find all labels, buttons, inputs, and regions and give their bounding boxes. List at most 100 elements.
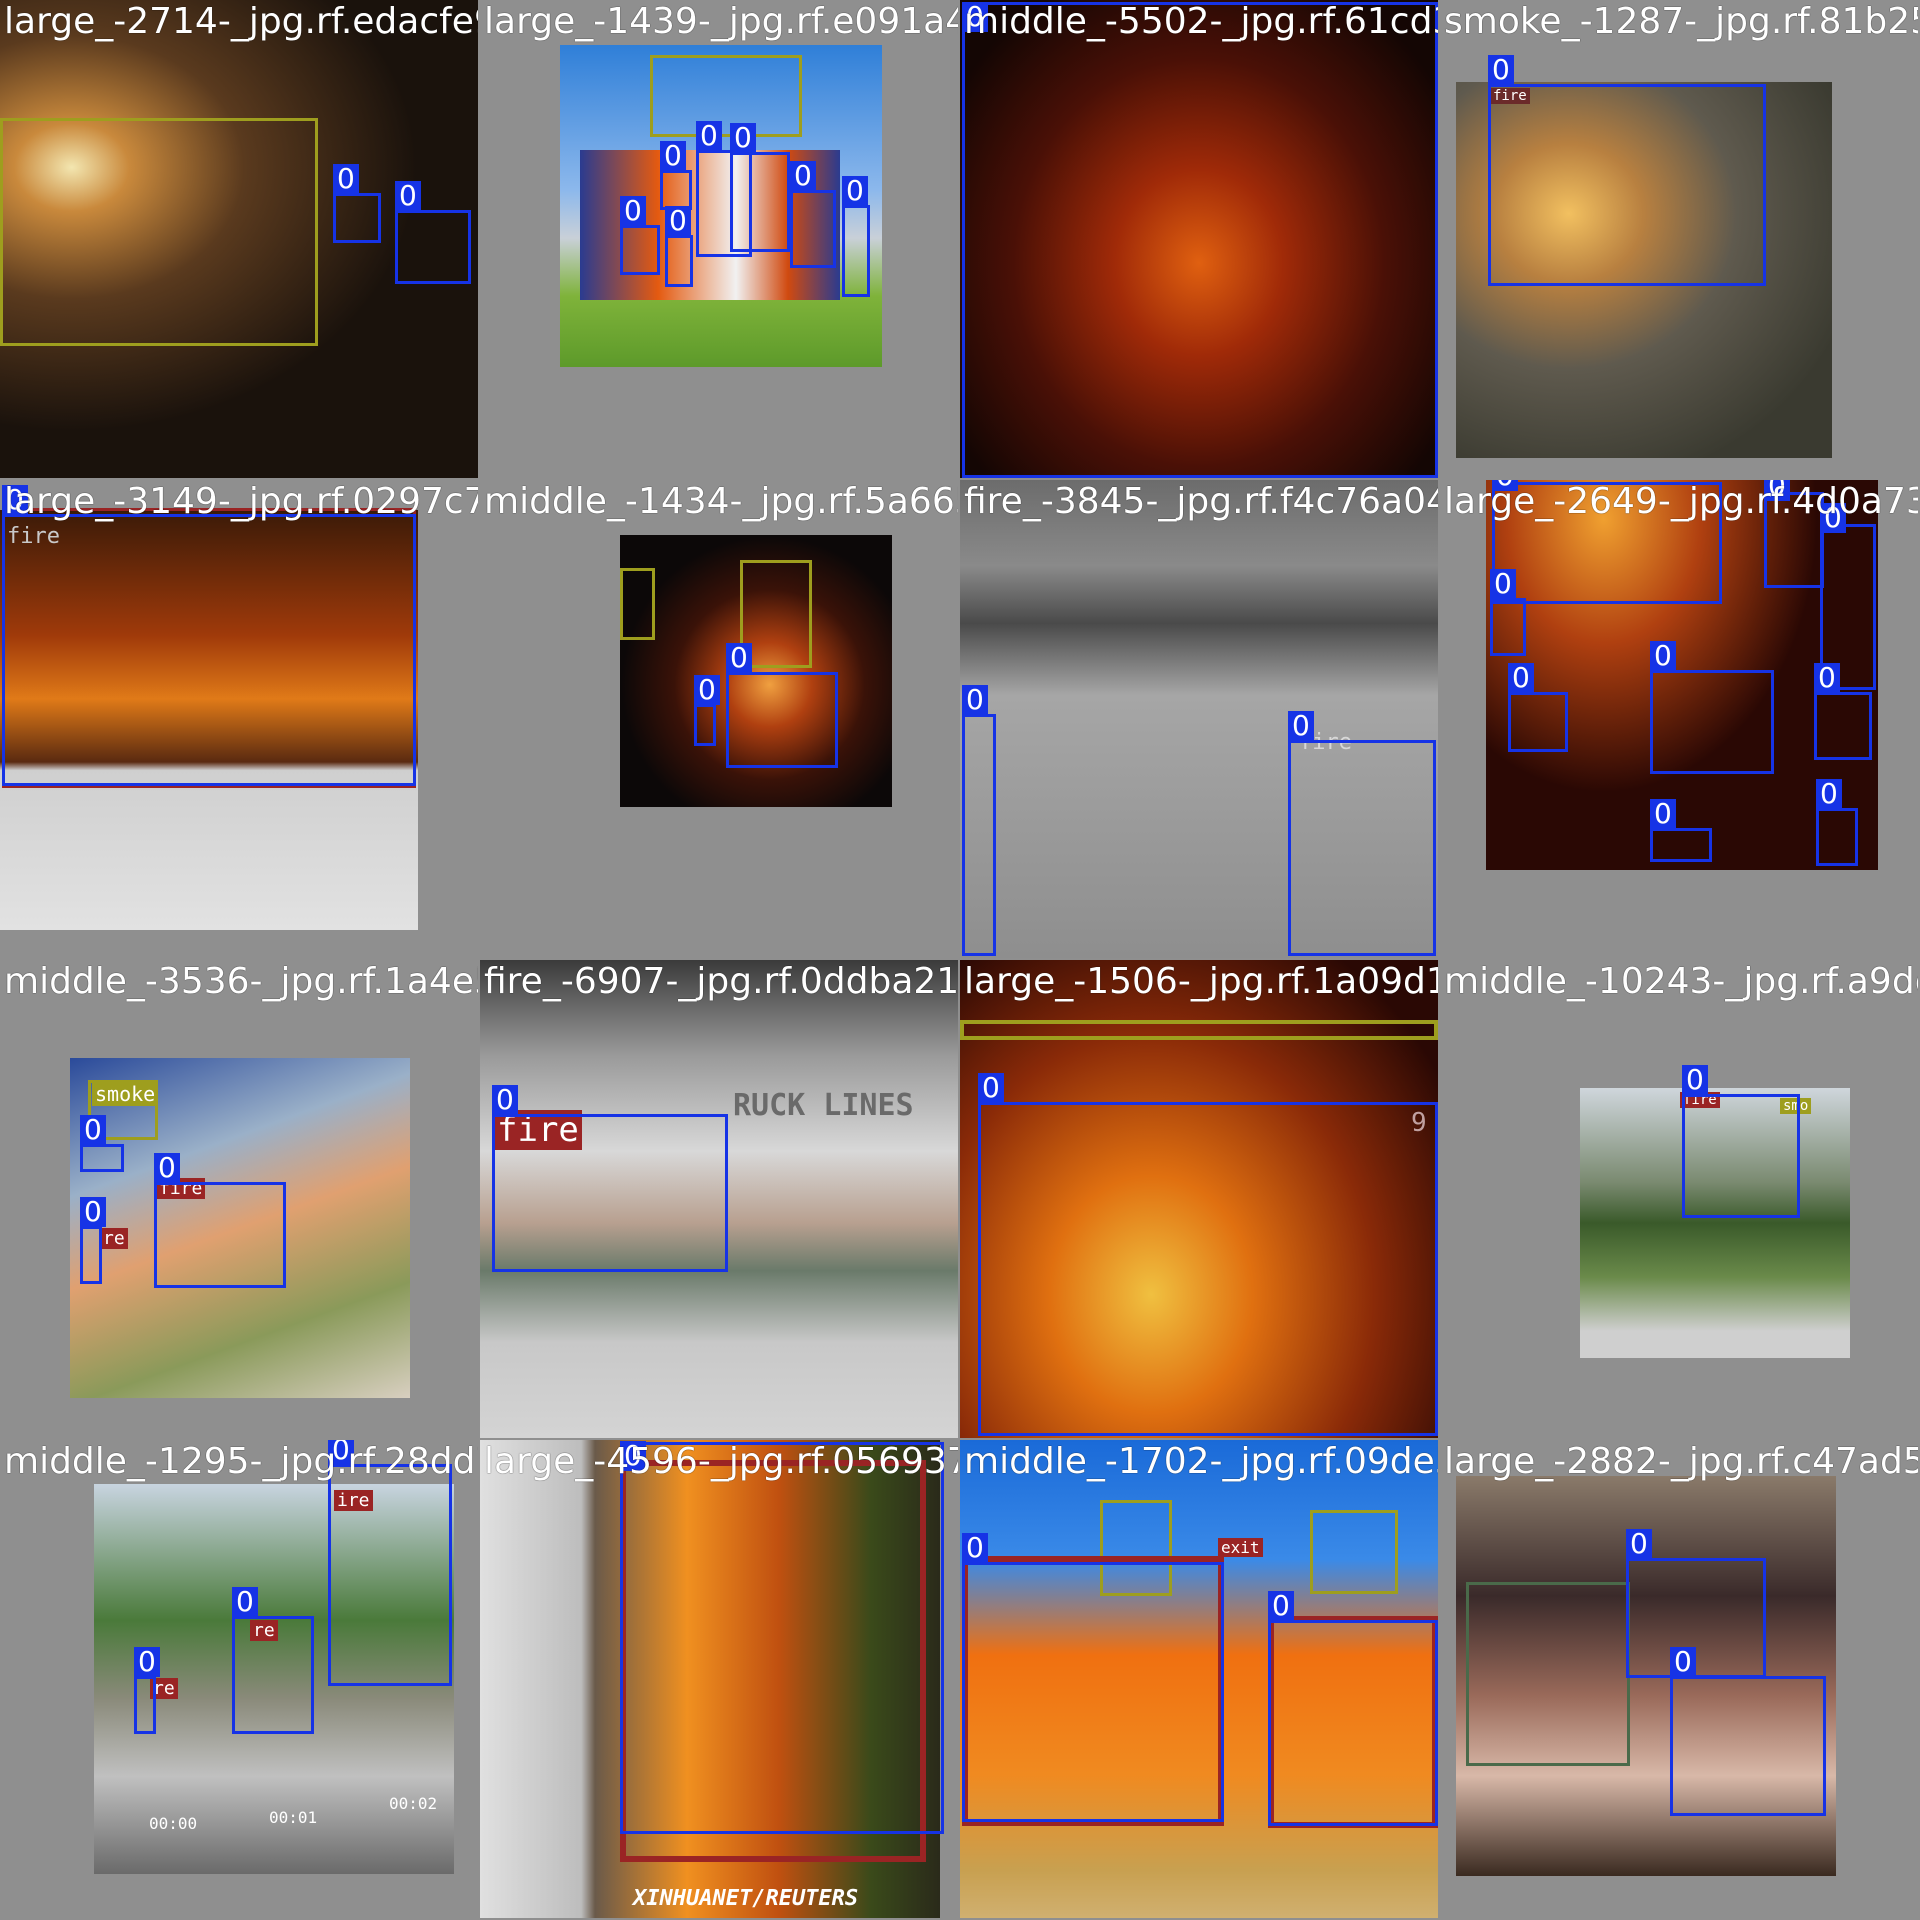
box-label: 0 [962,1533,988,1563]
overlay-tag-fire: fire [7,524,60,549]
overlay-tag-9: 9 [1411,1108,1427,1138]
pred-box: 0 [1626,1529,1766,1678]
box-label: 0 [1508,663,1534,693]
pred-box: 0 [134,1647,160,1734]
pred-box: 0 [1488,55,1766,286]
box-label: 0 [80,1197,106,1227]
tile-13: ire re re 00:00 00:01 00:02 0 0 0 middle… [0,1440,478,1918]
box-label: 0 [395,181,421,211]
gt-smoke-box [0,118,318,346]
box-label: 0 [1670,1647,1696,1677]
tile-6: 0 0 middle_-1434-_jpg.rf.5a66574 [480,480,958,958]
tile-filename: large_-1506-_jpg.rf.1a09d130d01c60243bjp… [964,961,1438,1002]
overlay-tag-reuters: XINHUANET/REUTERS [633,1886,859,1911]
pred-box: 0 [1650,799,1712,862]
box-label: 0 [492,1085,518,1115]
box-label: 0 [842,176,868,206]
pred-box: 0 [2,485,416,786]
pred-box: 0 [962,1533,1224,1822]
gt-smoke-box [960,1020,1438,1040]
tile-12: fire smo 0 middle_-10243-_jpg.rf.a9ddde [1440,960,1918,1438]
box-label: 0 [730,123,756,153]
box-label: 0 [80,1115,106,1145]
pred-box: 0 [978,1073,1438,1436]
tile-filename: large_-3149-_jpg.rf.0297c7d5a5bdef434398… [4,481,478,522]
tile-filename: middle_-1434-_jpg.rf.5a66574 [484,481,958,522]
pred-box: 0 [726,643,838,768]
tile-filename: middle_-3536-_jpg.rf.1a4e58b52d1eb73b960… [4,961,478,1002]
box-label: 0 [1626,1529,1652,1559]
box-label: 0 [1268,1591,1294,1621]
pred-box: 0 [1670,1647,1826,1816]
pred-box: 0 [1268,1591,1438,1826]
gt-smoke-box [1100,1500,1172,1596]
box-label: 0 [1488,55,1514,85]
gt-smoke-box [88,1080,158,1140]
box-label: 0 [134,1647,160,1677]
pred-box: 0 [232,1587,314,1734]
tile-filename: fire_-6907-_jpg.rf.0ddba21 [484,961,958,1002]
pred-box: 0 [1508,663,1568,752]
box-label: 0 [2,485,28,515]
overlay-tag-fire: fire [1490,88,1530,104]
photo-burning-debris [1486,480,1878,870]
pred-box: 0 [1814,663,1872,760]
tile-filename: large_-4596-_jpg.rf.05693776 [484,1441,958,1482]
box-label: 0 [154,1153,180,1183]
tile-filename: middle_-5502-_jpg.rf.61cd3ca005fe-1287-_… [964,1,1438,42]
photo-forest-fire [960,0,1438,478]
box-label: 0 [694,675,720,705]
pred-box: 0 [730,123,790,252]
pred-box: 0 [80,1115,124,1172]
tile-10: RUCK LINES fire 0 fire_-6907-_jpg.rf.0dd… [480,960,958,1438]
gt-smoke-box [650,55,802,137]
tile-filename: middle_-10243-_jpg.rf.a9ddde [1444,961,1918,1002]
pred-box: 0 [620,1441,944,1834]
overlay-tag-re: re [100,1228,128,1249]
box-label: 0 [1764,480,1790,501]
tile-filename: large_-2714-_jpg.rf.edacfe92f2a21ebd36f1… [4,1,478,42]
pred-box: 0 [962,685,996,956]
tile-7: fire 0 0 fire_-3845-_jpg.rf.f4c76a049428… [960,480,1438,958]
box-label: 0 [620,1441,646,1471]
gt-smoke-box [740,560,812,668]
tile-5: fire 0 large_-3149-_jpg.rf.0297c7d5a5bde… [0,480,478,958]
overlay-tag-fire: ire [334,1490,373,1511]
photo-flame-wall [960,1440,1438,1918]
pred-box: 0 [80,1197,106,1284]
overlay-tag-smo: smo [1780,1098,1812,1114]
box-label: 0 [1650,641,1676,671]
tile-filename: fire_-3845-_jpg.rf.f4c76a04942890fa2539f… [964,481,1438,522]
tile-16: 0 0 large_-2882-_jpg.rf.c47ad50 [1440,1440,1918,1918]
box-label: 0 [333,164,359,194]
box-label: 0 [328,1440,354,1465]
tile-9: smoke fire re 0 0 0 middle_-3536-_jpg.rf… [0,960,478,1438]
box-label: 0 [726,643,752,673]
tile-1: 0 0 large_-2714-_jpg.rf.edacfe92f2a21ebd… [0,0,478,478]
overlay-tag-time: 00:02 [389,1794,438,1813]
tile-4: fire 0 smoke_-1287-_jpg.rf.81b25c0 [1440,0,1918,478]
tile-filename: large_-2649-_jpg.rf.4d0a73c [1444,481,1918,522]
overlay-tag-time: 00:01 [269,1808,318,1827]
pred-box: 0 [696,121,752,257]
photo-car-fire [0,510,418,930]
pred-box: 0 [665,206,693,287]
pred-box: 0 [842,176,870,297]
pred-box: 0 [1490,569,1526,656]
overlay-tag-exit: exit [1218,1538,1263,1557]
tile-filename: middle_-1702-_jpg.rf.09de52 [964,1441,1438,1482]
box-label: 0 [1820,503,1846,533]
box-label: 0 [1492,480,1518,491]
tile-2: 0 0 0 0 0 0 0 large_-1439-_jpg.rf.e091a4… [480,0,958,478]
gt-smoke-box [1466,1582,1630,1766]
box-label: 0 [696,121,722,151]
pred-box: 0 [1682,1065,1800,1218]
gt-fire-box [620,1460,926,1862]
tile-15: exit 0 0 middle_-1702-_jpg.rf.09de52 [960,1440,1438,1918]
box-label: 0 [962,2,988,32]
tile-8: 0 0 0 0 0 0 0 0 0 large_-2649-_jpg.rf.4d… [1440,480,1918,958]
tile-filename: smoke_-1287-_jpg.rf.81b25c0 [1444,1,1918,42]
box-label: 0 [978,1073,1004,1103]
box-label: 0 [1650,799,1676,829]
